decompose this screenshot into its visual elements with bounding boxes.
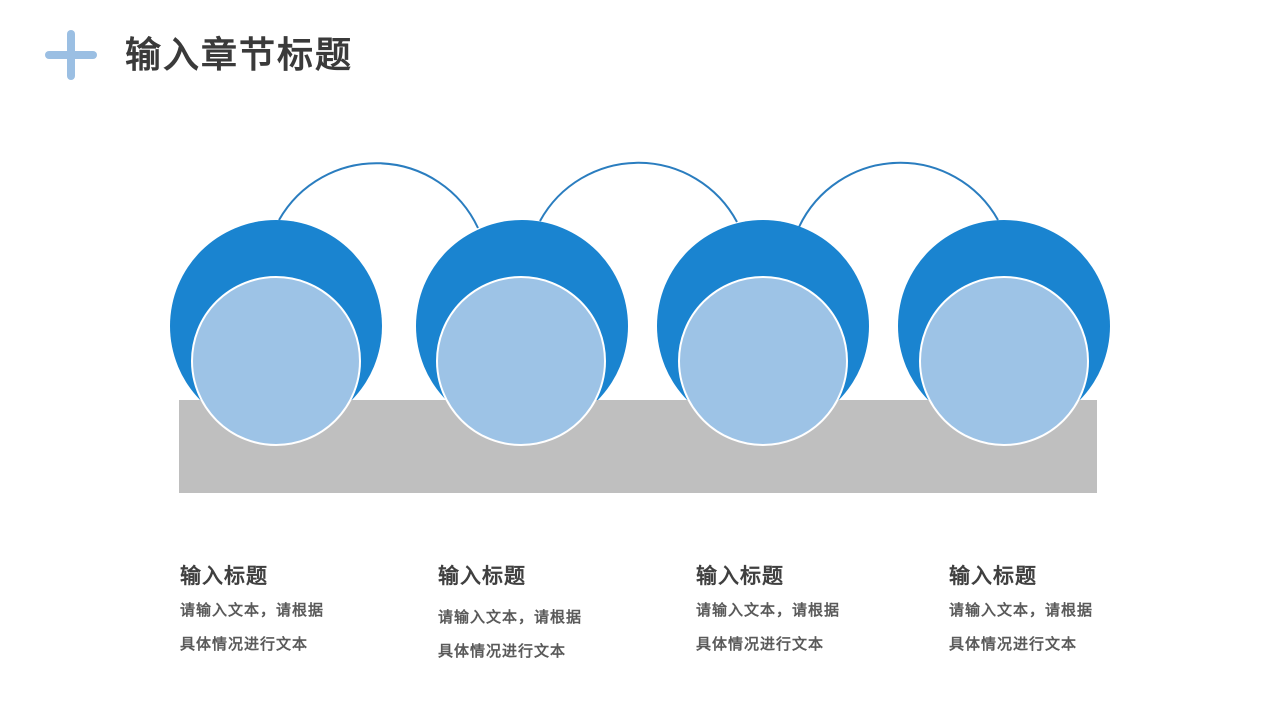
- item-desc-line1: 请输入文本，请根据: [696, 601, 841, 619]
- item-card-1: 输入标题 请输入文本，请根据 具体情况进行文本: [180, 561, 420, 661]
- inner-circle-2: [436, 276, 606, 446]
- item-desc-line2: 具体情况进行文本: [180, 635, 309, 653]
- item-desc-line2: 具体情况进行文本: [949, 635, 1078, 653]
- item-desc-line2: 具体情况进行文本: [438, 642, 567, 660]
- inner-circle-1: [191, 276, 361, 446]
- inner-circle-4: [919, 276, 1089, 446]
- item-desc-line1: 请输入文本，请根据: [438, 608, 583, 626]
- connector-arc-1: [278, 162, 479, 229]
- inner-circle-3: [678, 276, 848, 446]
- item-card-4: 输入标题 请输入文本，请根据 具体情况进行文本: [949, 561, 1189, 661]
- item-title: 输入标题: [949, 564, 1037, 588]
- item-desc-line1: 请输入文本，请根据: [949, 601, 1094, 619]
- item-card-3: 输入标题 请输入文本，请根据 具体情况进行文本: [696, 561, 936, 661]
- item-desc-line2: 具体情况进行文本: [696, 635, 825, 653]
- page-title: 输入章节标题: [125, 35, 354, 76]
- connector-arc-3: [798, 161, 999, 228]
- connector-arc-2: [539, 161, 738, 223]
- item-desc-line1: 请输入文本，请根据: [180, 601, 325, 619]
- item-title: 输入标题: [438, 564, 526, 588]
- plus-icon: [45, 30, 97, 80]
- item-title: 输入标题: [180, 564, 268, 588]
- item-title: 输入标题: [696, 564, 784, 588]
- item-card-2: 输入标题 请输入文本，请根据 具体情况进行文本: [438, 561, 678, 668]
